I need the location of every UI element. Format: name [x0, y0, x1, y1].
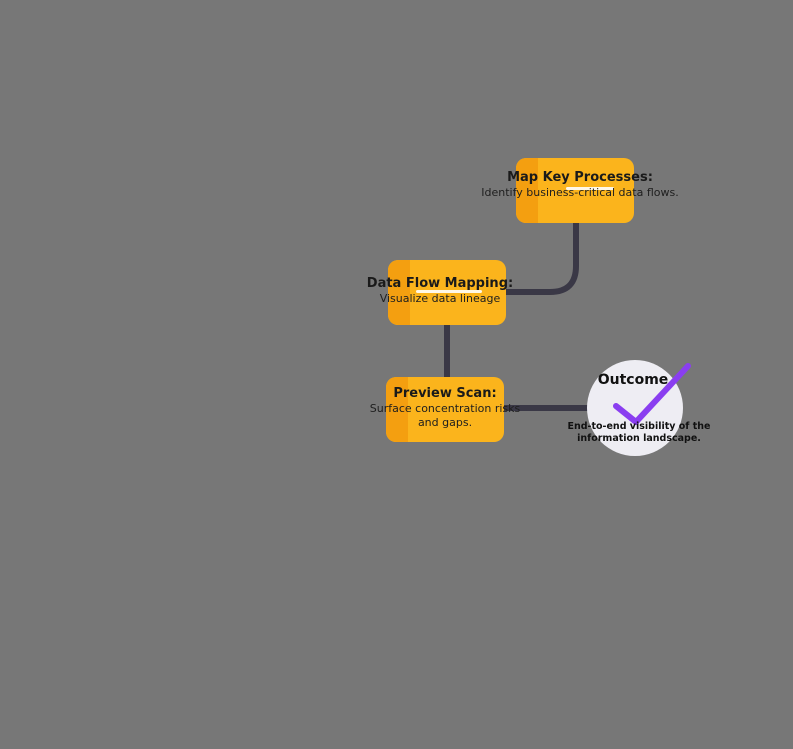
data-flow-mapping-title: Data Flow Mapping:: [366, 276, 514, 291]
preview-scan-text: Preview Scan: Surface concentration risk…: [355, 386, 535, 430]
map-key-processes-text: Map Key Processes: Identify business-cri…: [470, 170, 690, 200]
preview-scan-title: Preview Scan:: [393, 386, 497, 401]
connector-map-to-flow: [500, 219, 579, 295]
data-flow-mapping-text: Data Flow Mapping: Visualize data lineag…: [350, 276, 530, 306]
checkmark-icon: [613, 363, 691, 425]
map-key-processes-title: Map Key Processes:: [507, 170, 653, 185]
preview-scan-description-line2: and gaps.: [417, 416, 473, 429]
outcome-description-line2: information landscape.: [577, 433, 701, 444]
map-key-processes-card: [516, 158, 634, 223]
highlight-mark: [566, 187, 614, 190]
outcome-circle: [587, 360, 683, 456]
preview-scan-card: [386, 377, 504, 442]
outcome-description: End-to-end visibility of the information…: [560, 421, 718, 445]
card-stripe: [386, 377, 408, 442]
map-key-processes-description: Identify business-critical data flows.: [481, 186, 679, 199]
outcome-title: Outcome: [597, 372, 669, 388]
preview-scan-description-line1: Surface concentration risks: [369, 402, 521, 415]
card-stripe: [388, 260, 410, 325]
data-flow-mapping-description: Visualize data lineage: [379, 292, 501, 305]
highlight-mark: [416, 290, 482, 293]
outcome-description-line1: End-to-end visibility of the: [567, 421, 711, 432]
card-stripe: [516, 158, 538, 223]
